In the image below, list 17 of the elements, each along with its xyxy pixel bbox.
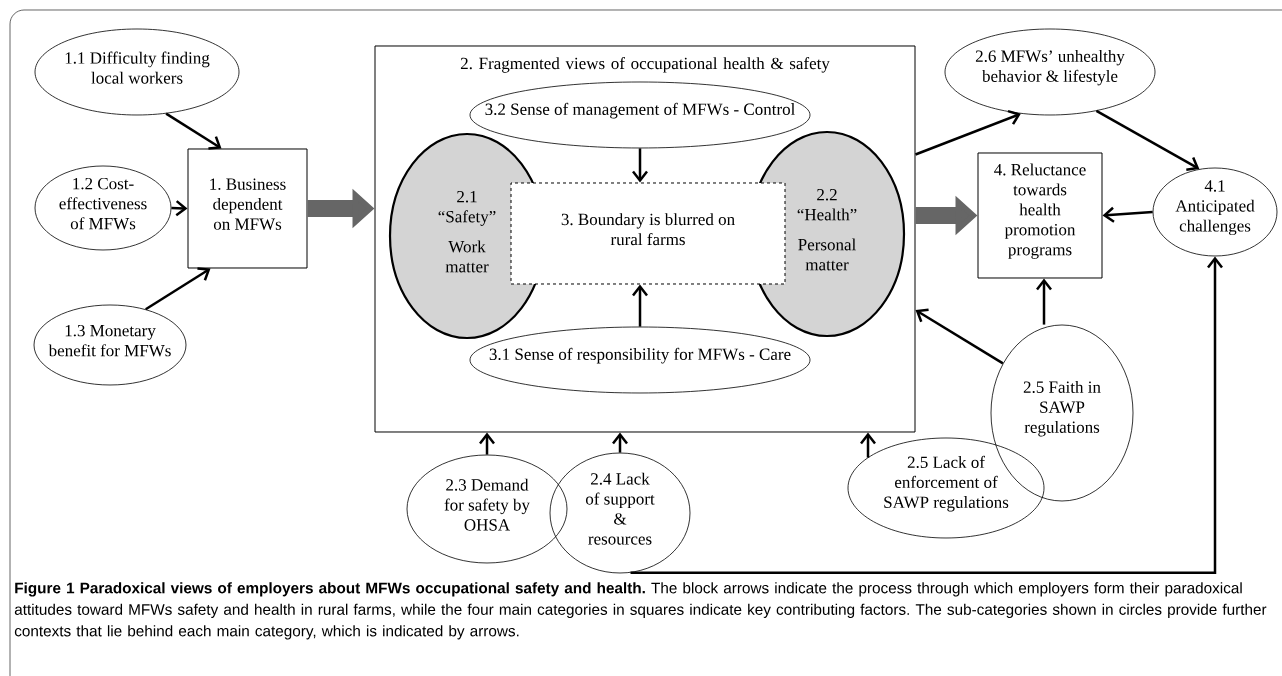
category-box: 1. Business dependent on MFWs <box>187 148 308 269</box>
arrow <box>1036 278 1052 325</box>
dashed-box: 3. Boundary is blurred on rural farms <box>510 182 786 285</box>
arrow <box>632 284 648 327</box>
category-box: 4. Reluctance towards health promotion programs <box>977 152 1103 279</box>
arrow <box>632 148 648 183</box>
arrow <box>165 112 222 150</box>
arrow <box>860 432 876 458</box>
arrow <box>479 432 495 455</box>
caption: Figure 1 Paradoxical views of employers about MFWs occupational safety and health. The block arrows indicate the process through which employers form their paradoxical attitudes toward MFWs safety and health in rural farms, while the four main categories in squares indicate key contributing factors. The sub-categories shown in circles provide further contexts that lie behind each main category, which is indicated by arrows. <box>14 582 1267 640</box>
arrow <box>1102 206 1153 223</box>
arrow <box>915 308 1004 365</box>
arrow <box>915 109 1021 156</box>
arrow <box>1095 109 1200 171</box>
arrow <box>630 256 1223 574</box>
arrow <box>612 432 628 453</box>
arrow <box>145 267 211 311</box>
